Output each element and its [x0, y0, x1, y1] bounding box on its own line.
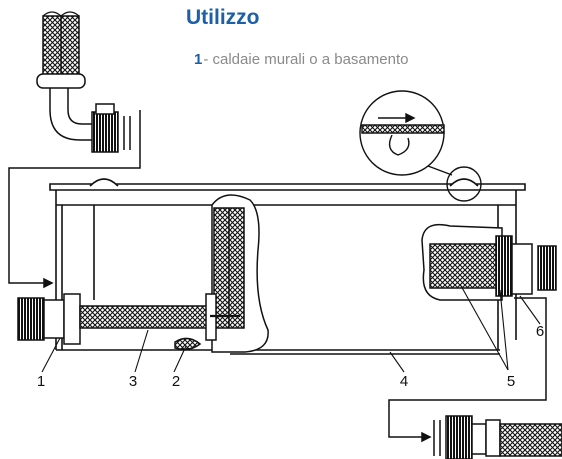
page-title: Utilizzo: [186, 6, 260, 29]
usage-item-text: - caldaie murali o a basamento: [203, 51, 409, 68]
inlet-hose-top: [36, 11, 131, 153]
inner-cutaway: [211, 194, 269, 353]
usage-item-number: 1: [194, 51, 203, 68]
callout-leaders: [41, 283, 541, 373]
outlet-hose-bottom: [433, 415, 562, 459]
detail-magnifier: [359, 90, 482, 202]
callout-1: 1: [37, 373, 45, 390]
inlet-pipe-route: [8, 110, 141, 289]
right-filter-cartridge: [421, 223, 557, 301]
usage-item: 1- caldaie murali o a basamento: [194, 51, 408, 68]
callout-4: 4: [400, 373, 408, 390]
left-inlet-assembly: [17, 293, 240, 351]
callout-3: 3: [129, 373, 137, 390]
outlet-pipe-route: [388, 297, 547, 443]
callout-5: 5: [507, 373, 515, 390]
callout-6: 6: [536, 323, 544, 340]
callout-2: 2: [172, 373, 180, 390]
